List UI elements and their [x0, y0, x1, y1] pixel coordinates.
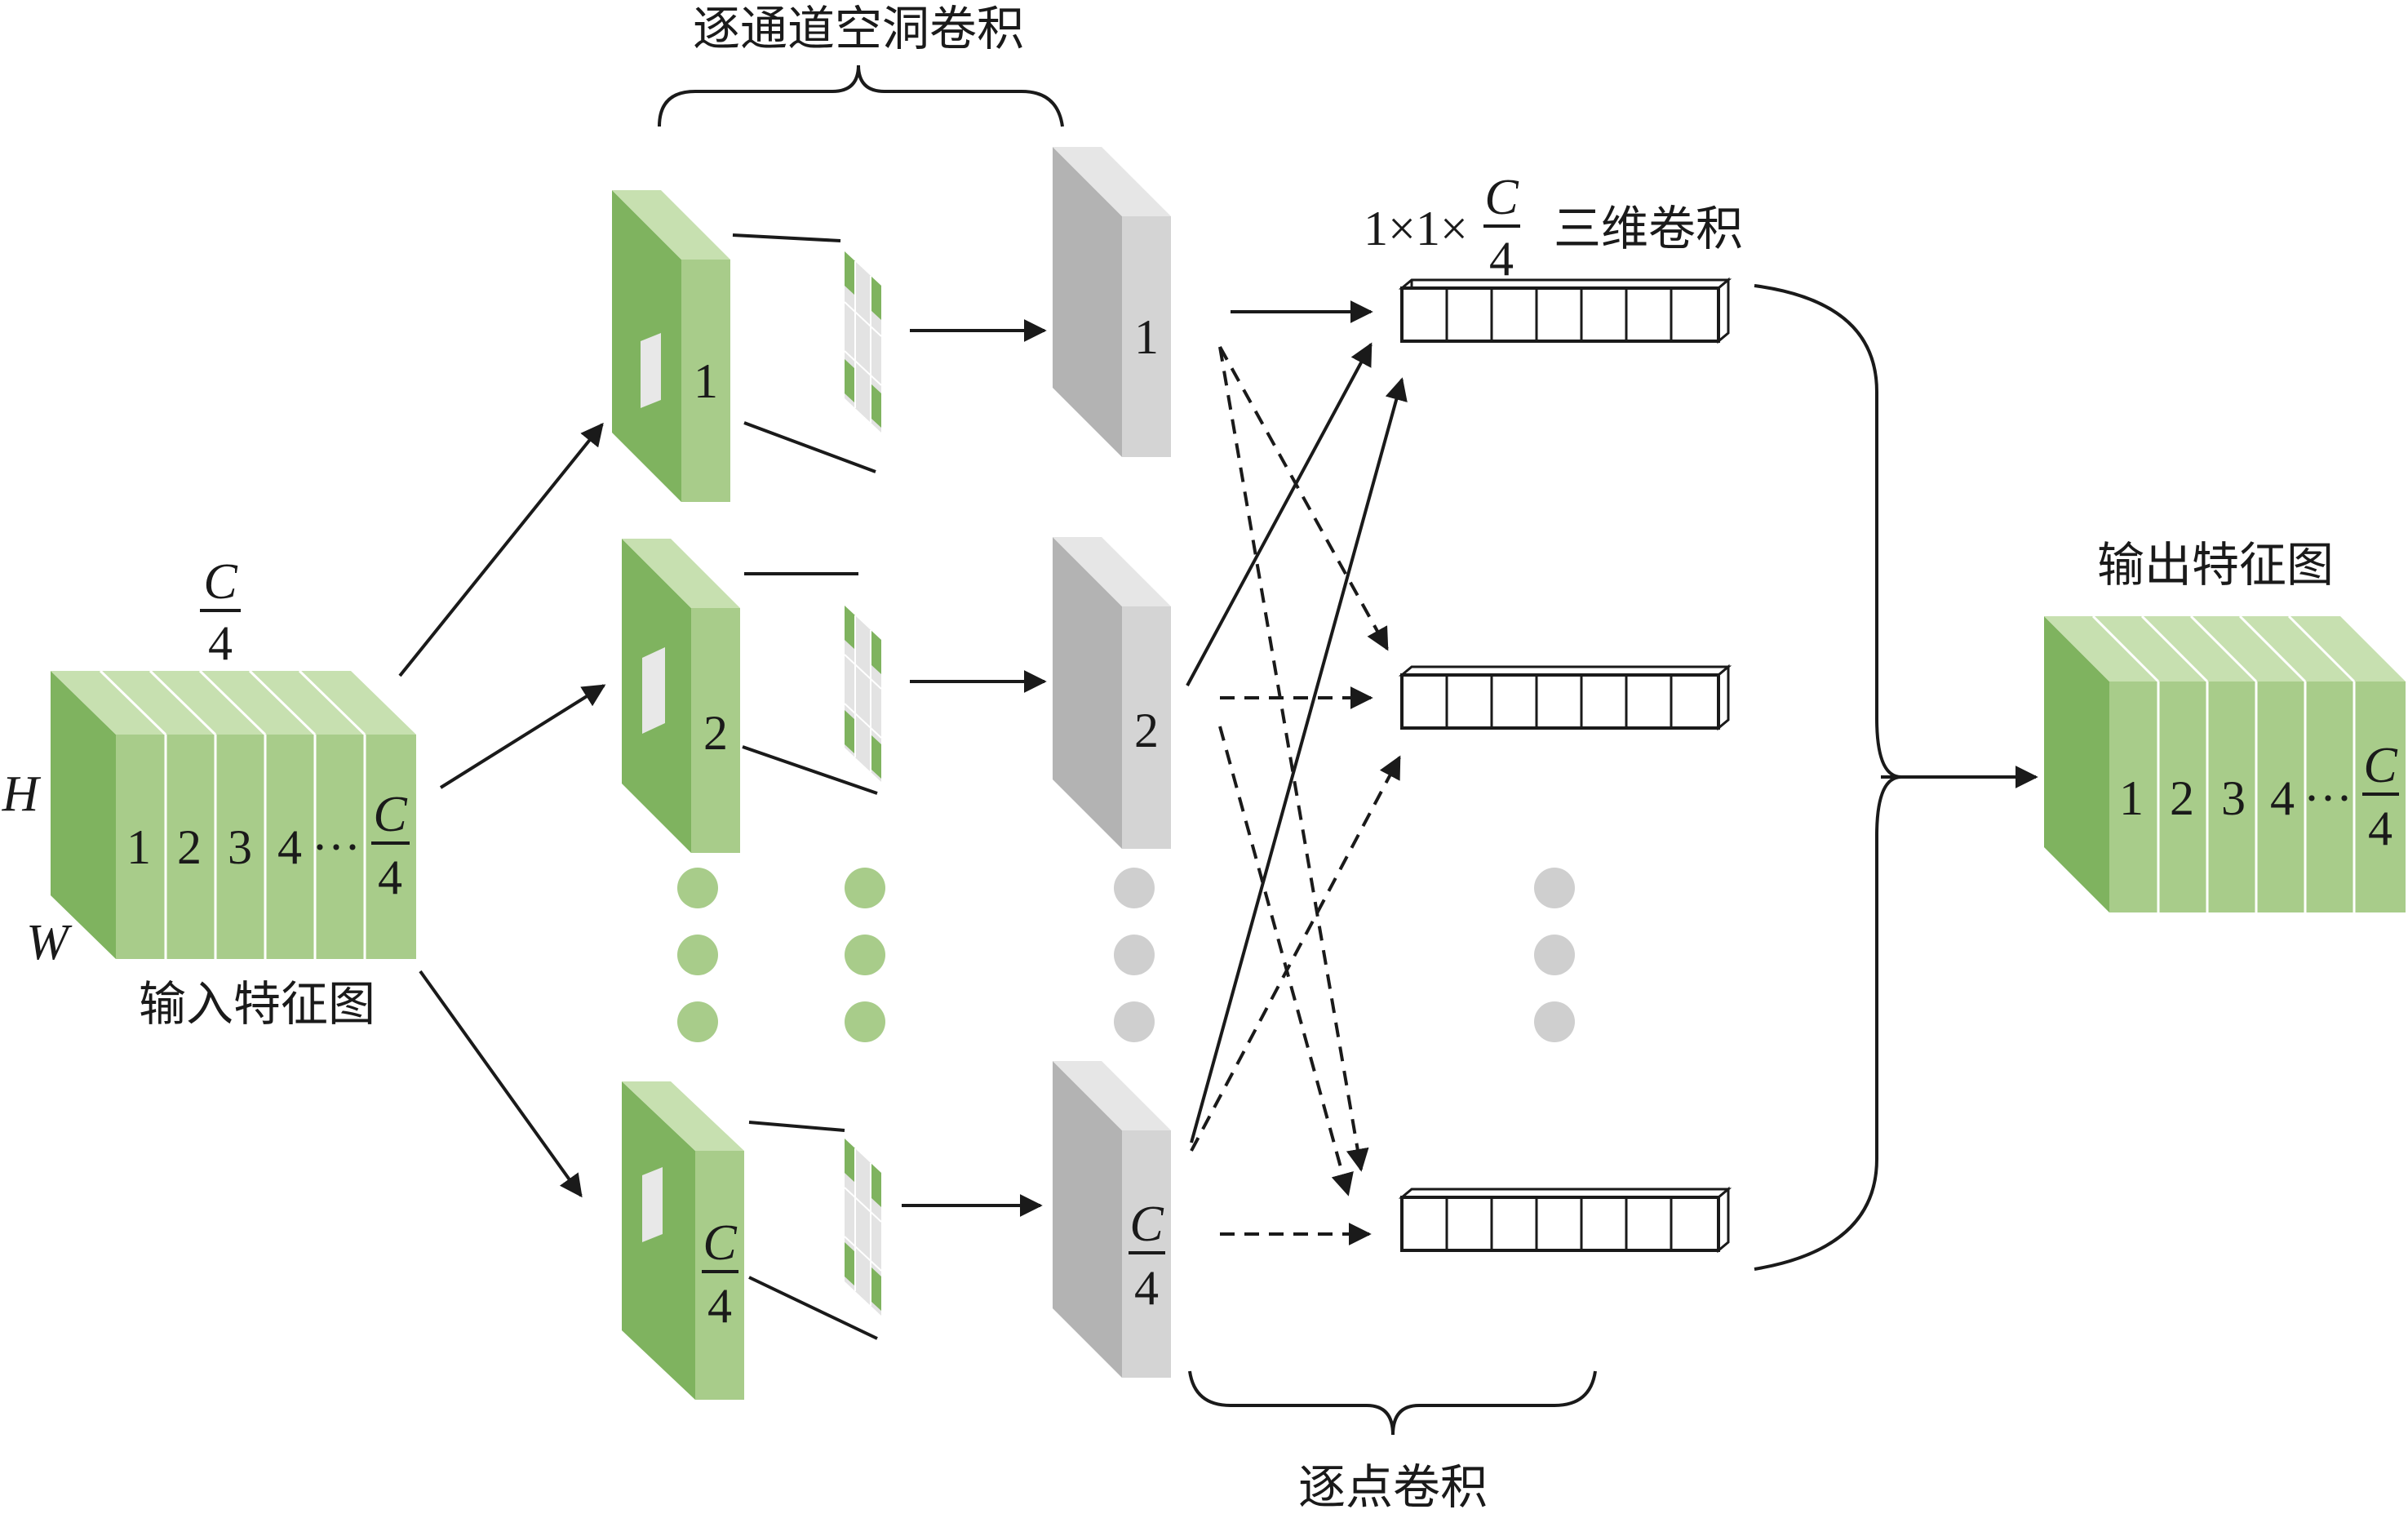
dashed-arrow-g1-b2 — [1218, 346, 1389, 651]
depthwise-brace — [658, 64, 1064, 127]
pointwise-kernel-bar-3 — [1398, 1186, 1732, 1254]
branch-3-kernel-grid — [844, 1139, 882, 1316]
dashed-arrow-g1-b3 — [1218, 346, 1369, 1172]
branch-1-kernel-grid — [844, 251, 882, 433]
branch-1-gray-block: 1 — [1053, 147, 1171, 457]
kernel-proj-top-3 — [748, 1121, 845, 1132]
input-width-fraction: C 4 — [200, 554, 241, 670]
dilated-kernel-window — [642, 1167, 663, 1242]
branch-1-green-block: 1 — [612, 190, 730, 502]
branch-3-channel-fraction: C 4 — [702, 1215, 738, 1333]
green-dots-column-1 — [677, 868, 718, 1042]
frac-denominator: 4 — [378, 850, 402, 904]
input-channel-3: 3 — [228, 820, 252, 874]
dim-w-label: W — [26, 915, 73, 970]
conv-3d-label: 三维卷积 — [1554, 201, 1743, 256]
kernel-proj-top-1 — [732, 233, 841, 242]
merge-brace — [1754, 284, 1902, 1271]
pointwise-conv-label: 逐点卷积 — [1298, 1459, 1488, 1514]
input-feature-map: 1 2 3 4 ··· C 4 C 4 H W 输入特征图 — [2, 554, 416, 1032]
output-channel-ellipsis: ··· — [2304, 771, 2353, 825]
frac-denominator: 4 — [707, 1279, 732, 1333]
output-channel-3: 3 — [2221, 771, 2246, 825]
frac-denominator: 4 — [2368, 801, 2392, 855]
solid-arrow-g3-b1 — [1190, 377, 1408, 1143]
gray-dots-column-1 — [1114, 868, 1155, 1042]
output-feature-map: 1 2 3 4 ··· C 4 输出特征图 — [2044, 537, 2406, 912]
arrow-input-to-branch2 — [439, 684, 606, 789]
dilated-kernel-window — [642, 647, 665, 734]
frac-numerator: C — [2363, 738, 2397, 793]
gray-3-channel-fraction: C 4 — [1129, 1197, 1165, 1315]
branch-2-channel-number: 2 — [703, 706, 728, 760]
branch-2-gray-block: 2 — [1053, 537, 1171, 849]
dashed-arrow-g3-b2 — [1190, 755, 1401, 1152]
input-side-face — [51, 671, 116, 959]
input-channel-c4-fraction: C 4 — [371, 787, 410, 904]
kernel-proj-bottom-3 — [748, 1276, 878, 1340]
dim-h-label: H — [2, 766, 42, 822]
frac-numerator: C — [203, 554, 237, 610]
arrow-input-to-branch1 — [398, 422, 604, 677]
gray-1-channel-number: 1 — [1134, 310, 1159, 364]
output-channel-4: 4 — [2270, 771, 2295, 825]
arrow-input-to-branch3 — [419, 970, 583, 1198]
branch-2-kernel-grid — [844, 606, 882, 782]
branch-2-green-block: 2 — [622, 539, 740, 853]
dashed-arrow-g2-b3 — [1218, 726, 1354, 1197]
output-channel-1: 1 — [2119, 771, 2144, 825]
kernel-proj-bottom-1 — [743, 421, 876, 473]
frac-denominator: 4 — [1134, 1261, 1159, 1315]
kernel-proj-bottom-2 — [742, 745, 878, 795]
frac-denominator: 4 — [208, 616, 233, 670]
branch-1-channel-number: 1 — [694, 354, 718, 408]
gray-dots-column-2 — [1534, 868, 1575, 1042]
input-channel-ellipsis: ··· — [312, 820, 361, 874]
dilated-kernel-window — [641, 333, 661, 408]
output-channel-2: 2 — [2170, 771, 2194, 825]
gray-2-channel-number: 2 — [1134, 704, 1159, 757]
input-channel-4: 4 — [277, 820, 302, 874]
output-channel-c4-fraction: C 4 — [2362, 738, 2399, 855]
branch-3-gray-block: C 4 — [1053, 1061, 1171, 1378]
solid-arrow-g2-b1 — [1186, 342, 1373, 686]
pointwise-brace — [1188, 1370, 1597, 1436]
output-side-face — [2044, 616, 2109, 912]
input-channel-2: 2 — [177, 820, 202, 874]
pointwise-kernel-bar-1 — [1398, 277, 1732, 344]
frac-numerator: C — [373, 787, 407, 842]
depthwise-dilated-conv-label: 逐通道空洞卷积 — [693, 1, 1024, 56]
frac-denominator: 4 — [1489, 232, 1514, 286]
frac-numerator: C — [703, 1215, 737, 1271]
input-channel-1: 1 — [126, 820, 151, 874]
frac-numerator: C — [1129, 1197, 1164, 1252]
input-feature-map-label: 输入特征图 — [139, 976, 375, 1032]
conv-3d-size-prefix: 1×1× — [1364, 202, 1468, 255]
green-dots-column-2 — [845, 868, 885, 1042]
branch-3-green-block: C 4 — [622, 1081, 744, 1400]
pointwise-label-group: 1×1× C 4 三维卷积 — [1364, 170, 1743, 286]
frac-numerator: C — [1484, 170, 1519, 225]
pointwise-kernel-bar-2 — [1398, 664, 1732, 731]
output-feature-map-label: 输出特征图 — [2097, 537, 2334, 593]
